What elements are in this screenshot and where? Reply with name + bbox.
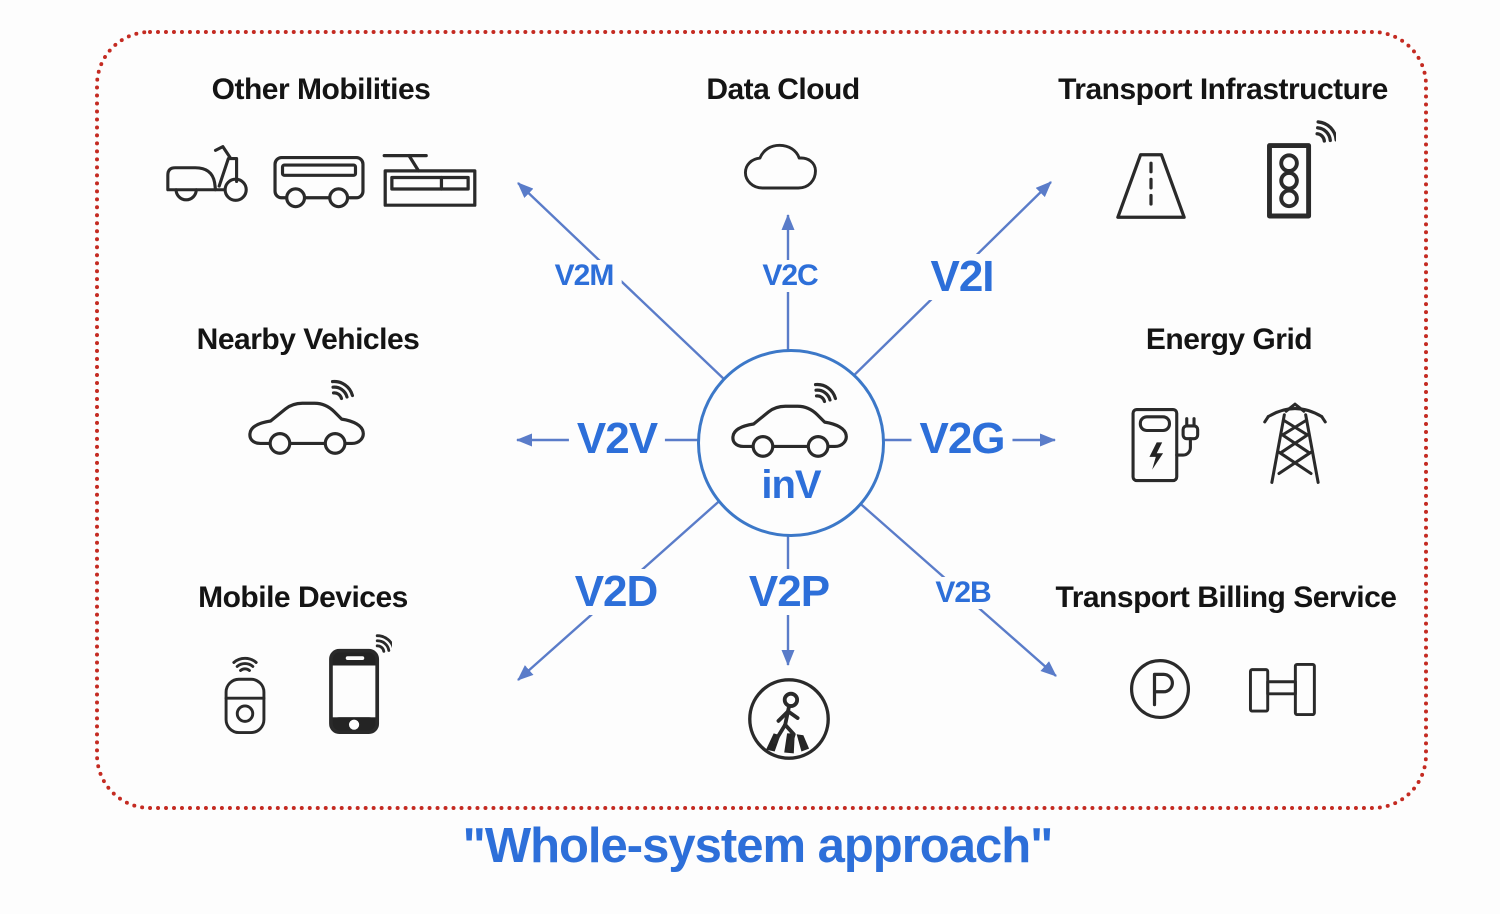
scooter-icon xyxy=(166,145,248,202)
link-label-v2v: V2V xyxy=(568,416,666,462)
connected-car-icon xyxy=(248,378,365,455)
toll-gate-icon xyxy=(1248,662,1316,716)
link-label-v2g: V2G xyxy=(911,416,1013,462)
node-title: Data Cloud xyxy=(706,73,860,106)
node-nearby-vehicles: Nearby Vehicles xyxy=(108,322,508,464)
node-transport-billing-service: Transport Billing Service xyxy=(1026,580,1426,722)
link-label-v2b: V2B xyxy=(927,577,999,609)
link-label-v2d: V2D xyxy=(566,569,666,615)
link-label-v2m: V2M xyxy=(546,260,622,292)
road-icon xyxy=(1115,153,1186,219)
tram-icon xyxy=(382,154,477,207)
node-title: Other Mobilities xyxy=(211,73,431,106)
link-label-v2i: V2I xyxy=(922,254,1002,300)
node-mobile-devices: Mobile Devices xyxy=(103,580,503,736)
node-energy-grid: Energy Grid xyxy=(1029,322,1429,486)
node-title: Energy Grid xyxy=(1145,323,1313,356)
smartphone-icon xyxy=(329,632,392,734)
central-car-icon xyxy=(731,381,848,458)
node-other-mobilities: Other Mobilities xyxy=(121,72,521,209)
wifi-icon xyxy=(232,656,258,672)
pedestrian-crossing-icon xyxy=(748,678,830,760)
traffic-light-icon xyxy=(1266,120,1336,219)
node-title: Nearby Vehicles xyxy=(196,323,420,356)
node-pedestrians xyxy=(745,675,833,768)
diagram-border xyxy=(95,30,1428,810)
wifi-icon xyxy=(1309,120,1336,149)
wifi-icon xyxy=(808,381,840,408)
node-title: Mobile Devices xyxy=(198,581,408,614)
link-label-v2c: V2C xyxy=(754,260,826,292)
key-fob-icon xyxy=(224,656,266,735)
node-title: Transport Infrastructure xyxy=(1058,73,1388,106)
node-title: Transport Billing Service xyxy=(1055,581,1397,614)
center-node-label: inV xyxy=(761,463,821,507)
ev-charger-icon xyxy=(1131,408,1200,483)
diagram-caption: "Whole-system approach" xyxy=(462,819,1054,873)
wifi-icon xyxy=(325,378,357,405)
bus-icon xyxy=(273,155,365,209)
node-transport-infrastructure: Transport Infrastructure xyxy=(1023,72,1423,222)
node-data-cloud: Data Cloud xyxy=(633,72,933,195)
cloud-icon xyxy=(743,143,817,190)
power-tower-icon xyxy=(1263,402,1327,484)
link-label-v2p: V2P xyxy=(740,569,838,615)
parking-icon xyxy=(1129,658,1191,720)
central-vehicle-node: inV xyxy=(697,349,885,537)
